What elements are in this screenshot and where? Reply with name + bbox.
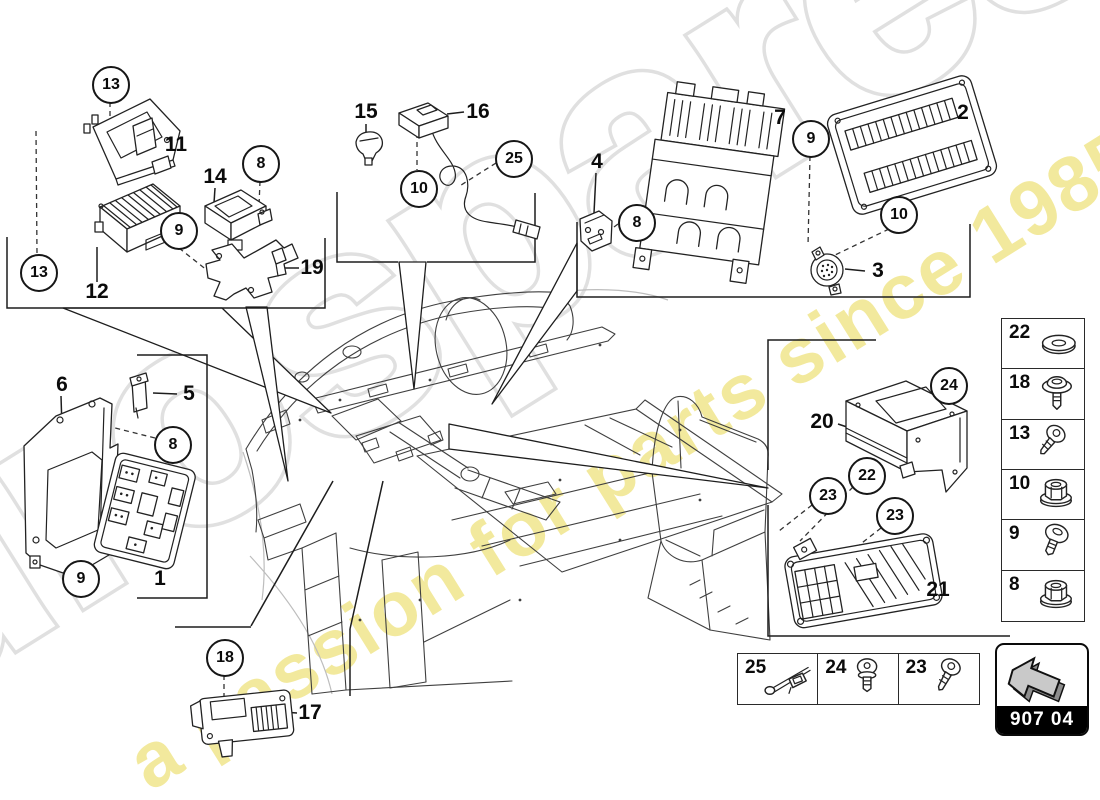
- hardware-cell-25: 25: [737, 653, 819, 705]
- screw-washer-icon: [1041, 376, 1072, 411]
- part-label-2: 2: [957, 101, 969, 124]
- callout-circle-23: 23: [809, 477, 847, 515]
- part-label-3: 3: [872, 259, 884, 282]
- hardware-legend-column: 22 18 13 10: [1001, 318, 1085, 622]
- part-label-12: 12: [85, 280, 109, 303]
- part-1-ecu-drawing: [93, 452, 196, 570]
- page-code-tile: 907 04: [995, 643, 1089, 736]
- group-outlines: [6, 192, 1010, 696]
- washer-icon: [1041, 334, 1076, 355]
- part-label-14: 14: [203, 165, 227, 188]
- hardware-cell-24: 24: [817, 653, 900, 705]
- part-label-15: 15: [354, 100, 378, 123]
- cable-clip-icon: [764, 666, 811, 695]
- part-5-pin-drawing: [129, 372, 149, 419]
- callout-circle-13: 13: [92, 66, 130, 104]
- hardware-cell-22: 22: [1001, 318, 1085, 370]
- page-code: 907 04: [997, 706, 1087, 734]
- part-label-21: 21: [926, 578, 950, 601]
- part-4-bracket-drawing: [579, 210, 613, 252]
- callout-circle-9: 9: [160, 212, 198, 250]
- hardware-cell-8: 8: [1001, 569, 1085, 622]
- part-14-module-drawing: [204, 189, 273, 251]
- part-19-bracket-drawing: [205, 239, 299, 301]
- up-left-arrow-icon: [1007, 656, 1066, 703]
- callout-circle-13: 13: [20, 254, 58, 292]
- callout-circle-24: 24: [930, 367, 968, 405]
- part-11-cover-drawing: [83, 98, 181, 186]
- part-label-16: 16: [466, 100, 490, 123]
- part-label-19: 19: [300, 256, 324, 279]
- chassis-rivet-dots: [298, 343, 702, 622]
- hardware-legend-row: 25 24 23: [737, 653, 980, 705]
- callout-circle-9: 9: [62, 560, 100, 598]
- hardware-cell-9: 9: [1001, 519, 1085, 572]
- callout-circle-18: 18: [206, 639, 244, 677]
- part-17-module-drawing: [189, 689, 295, 758]
- part-21-ecu-drawing: [784, 533, 943, 629]
- callout-circle-25: 25: [495, 140, 533, 178]
- part-7-relay-carrier-drawing: [632, 81, 786, 284]
- part-label-4: 4: [591, 150, 603, 173]
- screw-icon: [1040, 424, 1066, 455]
- hardware-cell-10: 10: [1001, 468, 1085, 521]
- part-label-1: 1: [154, 567, 166, 590]
- part-15-sensor-drawing: [355, 131, 384, 166]
- part-3-buzzer-drawing: [810, 246, 844, 296]
- screw-washer-angled-icon: [1044, 523, 1069, 556]
- part-label-6: 6: [56, 373, 68, 396]
- part-label-5: 5: [183, 382, 195, 405]
- callout-circle-10: 10: [400, 170, 438, 208]
- callout-circle-8: 8: [618, 204, 656, 242]
- flange-nut-icon: [1039, 478, 1072, 508]
- screw-icon: [937, 658, 961, 691]
- callout-circle-8: 8: [242, 145, 280, 183]
- hardware-cell-13: 13: [1001, 418, 1085, 471]
- part-label-17: 17: [298, 701, 322, 724]
- callout-circle-8: 8: [154, 426, 192, 464]
- part-label-7: 7: [774, 106, 786, 129]
- callout-circle-9: 9: [792, 120, 830, 158]
- callout-circle-22: 22: [848, 457, 886, 495]
- part-label-20: 20: [810, 410, 834, 433]
- part-20-bracket-drawing: [845, 380, 968, 493]
- callout-circle-10: 10: [880, 196, 918, 234]
- hardware-cell-18: 18: [1001, 368, 1085, 421]
- pan-screw-icon: [857, 658, 878, 693]
- part-16-antenna-module-drawing: [398, 102, 541, 240]
- flange-nut-icon: [1039, 579, 1072, 608]
- part-label-11: 11: [164, 133, 188, 156]
- part-2-ecu-drawing: [826, 75, 998, 215]
- hardware-cell-23: 23: [897, 653, 980, 705]
- callout-circle-23: 23: [876, 497, 914, 535]
- leader-wedges: [62, 242, 769, 630]
